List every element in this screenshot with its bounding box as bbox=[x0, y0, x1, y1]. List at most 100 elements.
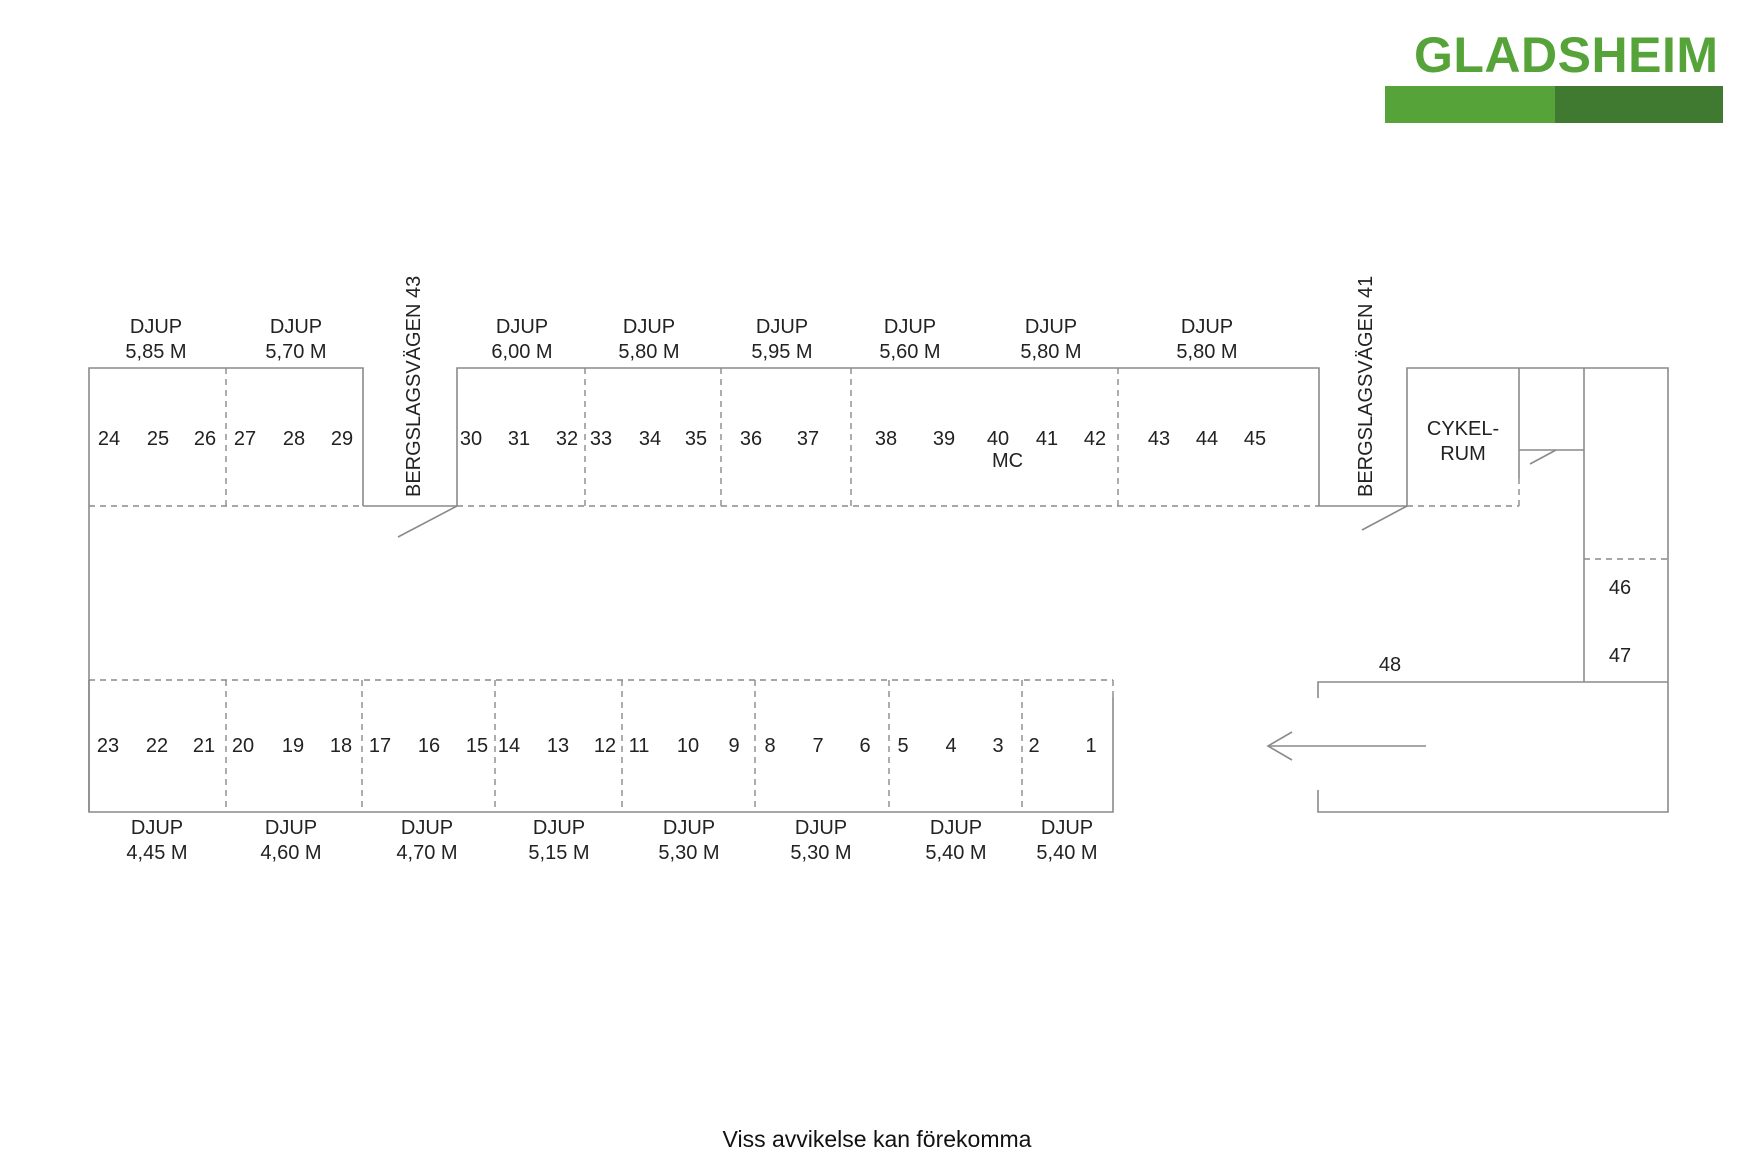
parking-space-number: 35 bbox=[685, 428, 707, 450]
parking-space-number: 44 bbox=[1196, 428, 1218, 450]
depth-label-bottom: DJUP bbox=[1041, 817, 1093, 839]
door-swing-41 bbox=[1361, 505, 1408, 531]
parking-space-number: 19 bbox=[282, 735, 304, 757]
wall-top-middle bbox=[456, 367, 1320, 506]
depth-label-bottom: DJUP bbox=[131, 817, 183, 839]
depth-value-bottom: 5,15 M bbox=[528, 842, 589, 864]
parking-space-number: 3 bbox=[992, 735, 1003, 757]
parking-space-number: 25 bbox=[147, 428, 169, 450]
depth-label-top: DJUP bbox=[623, 316, 675, 338]
entrance-label-41: BERGSLAGSVÄGEN 41 bbox=[1355, 276, 1377, 497]
parking-space-number: 34 bbox=[639, 428, 661, 450]
parking-space-number: 45 bbox=[1244, 428, 1266, 450]
parking-space-number: 38 bbox=[875, 428, 897, 450]
depth-label-top: DJUP bbox=[130, 316, 182, 338]
parking-space-number: 21 bbox=[193, 735, 215, 757]
depth-value-top: 5,60 M bbox=[879, 341, 940, 363]
depth-value-top: 5,80 M bbox=[618, 341, 679, 363]
parking-space-number: 42 bbox=[1084, 428, 1106, 450]
parking-space-number: 2 bbox=[1028, 735, 1039, 757]
wall-right-block bbox=[1317, 367, 1669, 813]
parking-space-number: 5 bbox=[897, 735, 908, 757]
depth-label-top: DJUP bbox=[1181, 316, 1233, 338]
parking-space-number: 7 bbox=[812, 735, 823, 757]
disclaimer-text: Viss avvikelse kan förekomma bbox=[722, 1126, 1032, 1152]
parking-space-number: 20 bbox=[232, 735, 254, 757]
depth-label-bottom: DJUP bbox=[795, 817, 847, 839]
logo-bar-dark bbox=[1555, 86, 1723, 123]
wall-ramp-upper bbox=[1317, 681, 1668, 698]
parking-space-number: 9 bbox=[728, 735, 739, 757]
depth-value-bottom: 4,70 M bbox=[396, 842, 457, 864]
parking-space-number: 10 bbox=[677, 735, 699, 757]
parking-space-number: 40 bbox=[987, 428, 1009, 450]
depth-value-top: 5,95 M bbox=[751, 341, 812, 363]
depth-value-top: 5,85 M bbox=[125, 341, 186, 363]
parking-space-number: 30 bbox=[460, 428, 482, 450]
parking-space-number: 8 bbox=[764, 735, 775, 757]
depth-value-bottom: 4,45 M bbox=[126, 842, 187, 864]
parking-space-number: 36 bbox=[740, 428, 762, 450]
space-47: 47 bbox=[1609, 645, 1631, 667]
depth-label-top: DJUP bbox=[756, 316, 808, 338]
logo-bar-light bbox=[1385, 86, 1555, 123]
depth-value-bottom: 5,40 M bbox=[925, 842, 986, 864]
space-48: 48 bbox=[1379, 654, 1401, 676]
parking-space-number: 11 bbox=[629, 735, 650, 757]
depth-value-bottom: 5,30 M bbox=[658, 842, 719, 864]
parking-space-number: 41 bbox=[1036, 428, 1058, 450]
depth-label-top: DJUP bbox=[270, 316, 322, 338]
parking-space-number: 33 bbox=[590, 428, 612, 450]
door-swing-43 bbox=[397, 505, 458, 538]
depth-value-bottom: 5,40 M bbox=[1036, 842, 1097, 864]
top-space-numbers: 24 25 26 27 28 29 30 31 32 33 34 35 36 37 38 39 40 41 42 43… bbox=[98, 428, 1266, 450]
room-cykelrum-line2: RUM bbox=[1440, 443, 1486, 465]
parking-space-number: 13 bbox=[547, 735, 569, 757]
parking-space-number: 43 bbox=[1148, 428, 1170, 450]
wall-bottom-row bbox=[88, 680, 1114, 813]
parking-space-number: 22 bbox=[146, 735, 168, 757]
entrance-label-43: BERGSLAGSVÄGEN 43 bbox=[403, 276, 425, 497]
depth-label-bottom: DJUP bbox=[663, 817, 715, 839]
door-swing-utility bbox=[1529, 449, 1557, 465]
parking-space-number: 32 bbox=[556, 428, 578, 450]
parking-space-number: 4 bbox=[945, 735, 956, 757]
parking-space-number: 23 bbox=[97, 735, 119, 757]
depth-value-bottom: 5,30 M bbox=[790, 842, 851, 864]
space-46: 46 bbox=[1609, 577, 1631, 599]
parking-space-number: 31 bbox=[508, 428, 530, 450]
depth-label-bottom: DJUP bbox=[930, 817, 982, 839]
parking-space-number: 12 bbox=[594, 735, 616, 757]
parking-space-number: 28 bbox=[283, 428, 305, 450]
room-cykelrum-line1: CYKEL- bbox=[1427, 418, 1499, 440]
parking-space-number: 26 bbox=[194, 428, 216, 450]
parking-space-number: 1 bbox=[1085, 735, 1096, 757]
depth-label-bottom: DJUP bbox=[265, 817, 317, 839]
depth-label-top: DJUP bbox=[1025, 316, 1077, 338]
parking-space-number: 27 bbox=[234, 428, 256, 450]
gladsheim-logo: GLADSHEIM bbox=[1414, 27, 1719, 83]
bottom-depth-labels: DJUP 4,45 M DJUP 4,60 M DJUP 4,70 M DJUP 5,15 M… bbox=[126, 817, 1097, 864]
depth-value-top: 5,80 M bbox=[1176, 341, 1237, 363]
parking-space-number: 15 bbox=[466, 735, 488, 757]
depth-value-top: 6,00 M bbox=[491, 341, 552, 363]
parking-space-number: 39 bbox=[933, 428, 955, 450]
parking-space-number: 6 bbox=[859, 735, 870, 757]
arrow-head bbox=[1266, 731, 1293, 761]
depth-value-top: 5,70 M bbox=[265, 341, 326, 363]
parking-space-number: 18 bbox=[330, 735, 352, 757]
parking-space-number: 17 bbox=[369, 735, 391, 757]
parking-space-number: 24 bbox=[98, 428, 120, 450]
parking-space-number: 29 bbox=[331, 428, 353, 450]
depth-value-bottom: 4,60 M bbox=[260, 842, 321, 864]
parking-space-number: 16 bbox=[418, 735, 440, 757]
mc-label: MC bbox=[992, 450, 1023, 472]
depth-label-bottom: DJUP bbox=[533, 817, 585, 839]
depth-label-top: DJUP bbox=[884, 316, 936, 338]
depth-label-bottom: DJUP bbox=[401, 817, 453, 839]
depth-value-top: 5,80 M bbox=[1020, 341, 1081, 363]
top-depth-labels: DJUP 5,85 M DJUP 5,70 M DJUP 6,00 M DJUP 5,80 M… bbox=[125, 316, 1237, 363]
parking-space-number: 37 bbox=[797, 428, 819, 450]
